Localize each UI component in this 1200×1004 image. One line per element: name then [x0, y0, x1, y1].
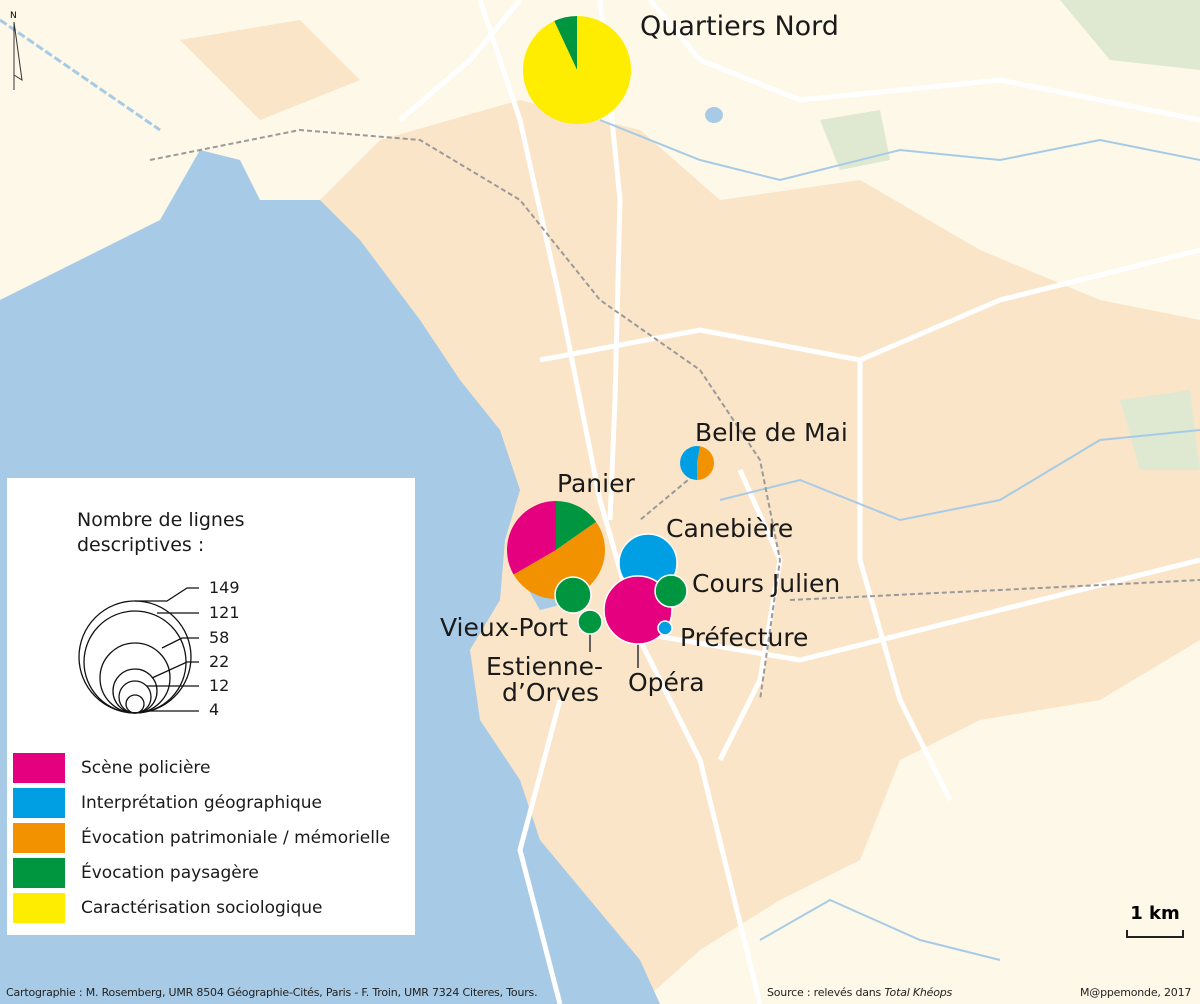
size-legend-circles: [78, 587, 199, 714]
maritime-route: [0, 18, 161, 132]
pie-slice: [654, 574, 688, 608]
label-line: Estienne-: [486, 652, 604, 681]
north-label: N: [10, 11, 17, 21]
place-label-quartiers-nord: Quartiers Nord: [640, 11, 839, 42]
place-label-canebiere: Canebière: [666, 514, 794, 543]
legend-category: Évocation paysagère: [13, 858, 259, 888]
size-circle-149: [78, 600, 192, 714]
legend-category: Interprétation géographique: [13, 788, 322, 818]
pie-vieux-port: [554, 576, 592, 614]
size-label: 149: [209, 578, 240, 597]
pie-slice: [522, 16, 631, 125]
legend-category-label: Évocation patrimoniale / mémorielle: [81, 828, 391, 848]
rivers: [599, 119, 1200, 961]
leader-lines: [589, 634, 639, 668]
label-line: d’Orves: [502, 678, 600, 708]
legend-category-label: Évocation paysagère: [81, 863, 259, 883]
source-title: Total Khéops: [884, 986, 953, 999]
pie-panier: [506, 500, 606, 600]
place-label-estienne-dorves: Estienne-d’Orves: [486, 652, 604, 708]
source-prefix: Source : relevés dans: [767, 986, 885, 999]
pie-slice: [556, 501, 597, 550]
pie-slice: [577, 609, 603, 635]
size-label: 121: [209, 603, 240, 622]
color-swatch: [13, 858, 65, 888]
legend-category-label: Scène policière: [81, 758, 211, 778]
color-swatch: [13, 893, 65, 923]
color-swatch: [13, 823, 65, 853]
legend-category: Scène policière: [13, 753, 210, 783]
pie-slice: [506, 500, 556, 575]
pie-cours-julien: [654, 574, 688, 608]
size-circle-4: [125, 694, 145, 714]
north-arrow-icon: [13, 21, 23, 90]
place-label-vieux-port: Vieux-Port: [440, 613, 569, 642]
legend-category-label: Interprétation géographique: [81, 793, 322, 813]
source: Source : relevés dans Total Khéops: [767, 986, 952, 999]
legend-title-line: Nombre de lignes: [77, 509, 245, 531]
place-label-opera: Opéra: [628, 668, 705, 697]
pie-slice: [554, 16, 577, 70]
size-circle-58: [99, 642, 171, 714]
color-swatch: [13, 753, 65, 783]
pie-slice: [554, 576, 592, 614]
scale-bar: [1126, 930, 1184, 938]
place-label-cours-julien: Cours Julien: [692, 569, 841, 598]
scale-label: 1 km: [1130, 903, 1180, 924]
pie-slice: [680, 446, 700, 480]
legend-title-line: descriptives :: [77, 533, 205, 556]
pie-slice: [697, 446, 714, 480]
place-label-belle-de-mai: Belle de Mai: [695, 418, 848, 447]
size-circle-121: [83, 610, 187, 714]
place-label-panier: Panier: [557, 469, 635, 498]
pie-belle-de-mai: [680, 446, 714, 480]
size-label: 22: [209, 652, 230, 671]
railways: [149, 128, 1200, 701]
legend-category: Caractérisation sociologique: [13, 893, 323, 923]
lake: [705, 107, 723, 123]
place-label-prefecture: Préfecture: [680, 623, 809, 652]
credits: Cartographie : M. Rosemberg, UMR 8504 Gé…: [6, 986, 538, 999]
legend-category: Évocation patrimoniale / mémorielle: [13, 823, 390, 853]
size-label: 4: [209, 700, 220, 719]
urban-area: [180, 20, 1060, 520]
pie-slice: [657, 620, 673, 636]
size-circle-12: [118, 680, 152, 714]
urban-area: [300, 100, 1200, 1004]
pie-prefecture: [657, 620, 673, 636]
size-label: 58: [209, 628, 230, 647]
pie-quartiers-nord: [522, 16, 631, 125]
color-swatch: [13, 788, 65, 818]
park: [820, 0, 1200, 470]
size-label: 12: [209, 676, 230, 695]
pie-estienne-dorves: [577, 609, 603, 635]
publisher: M@ppemonde, 2017: [1080, 986, 1192, 999]
legend-category-label: Caractérisation sociologique: [81, 898, 323, 918]
